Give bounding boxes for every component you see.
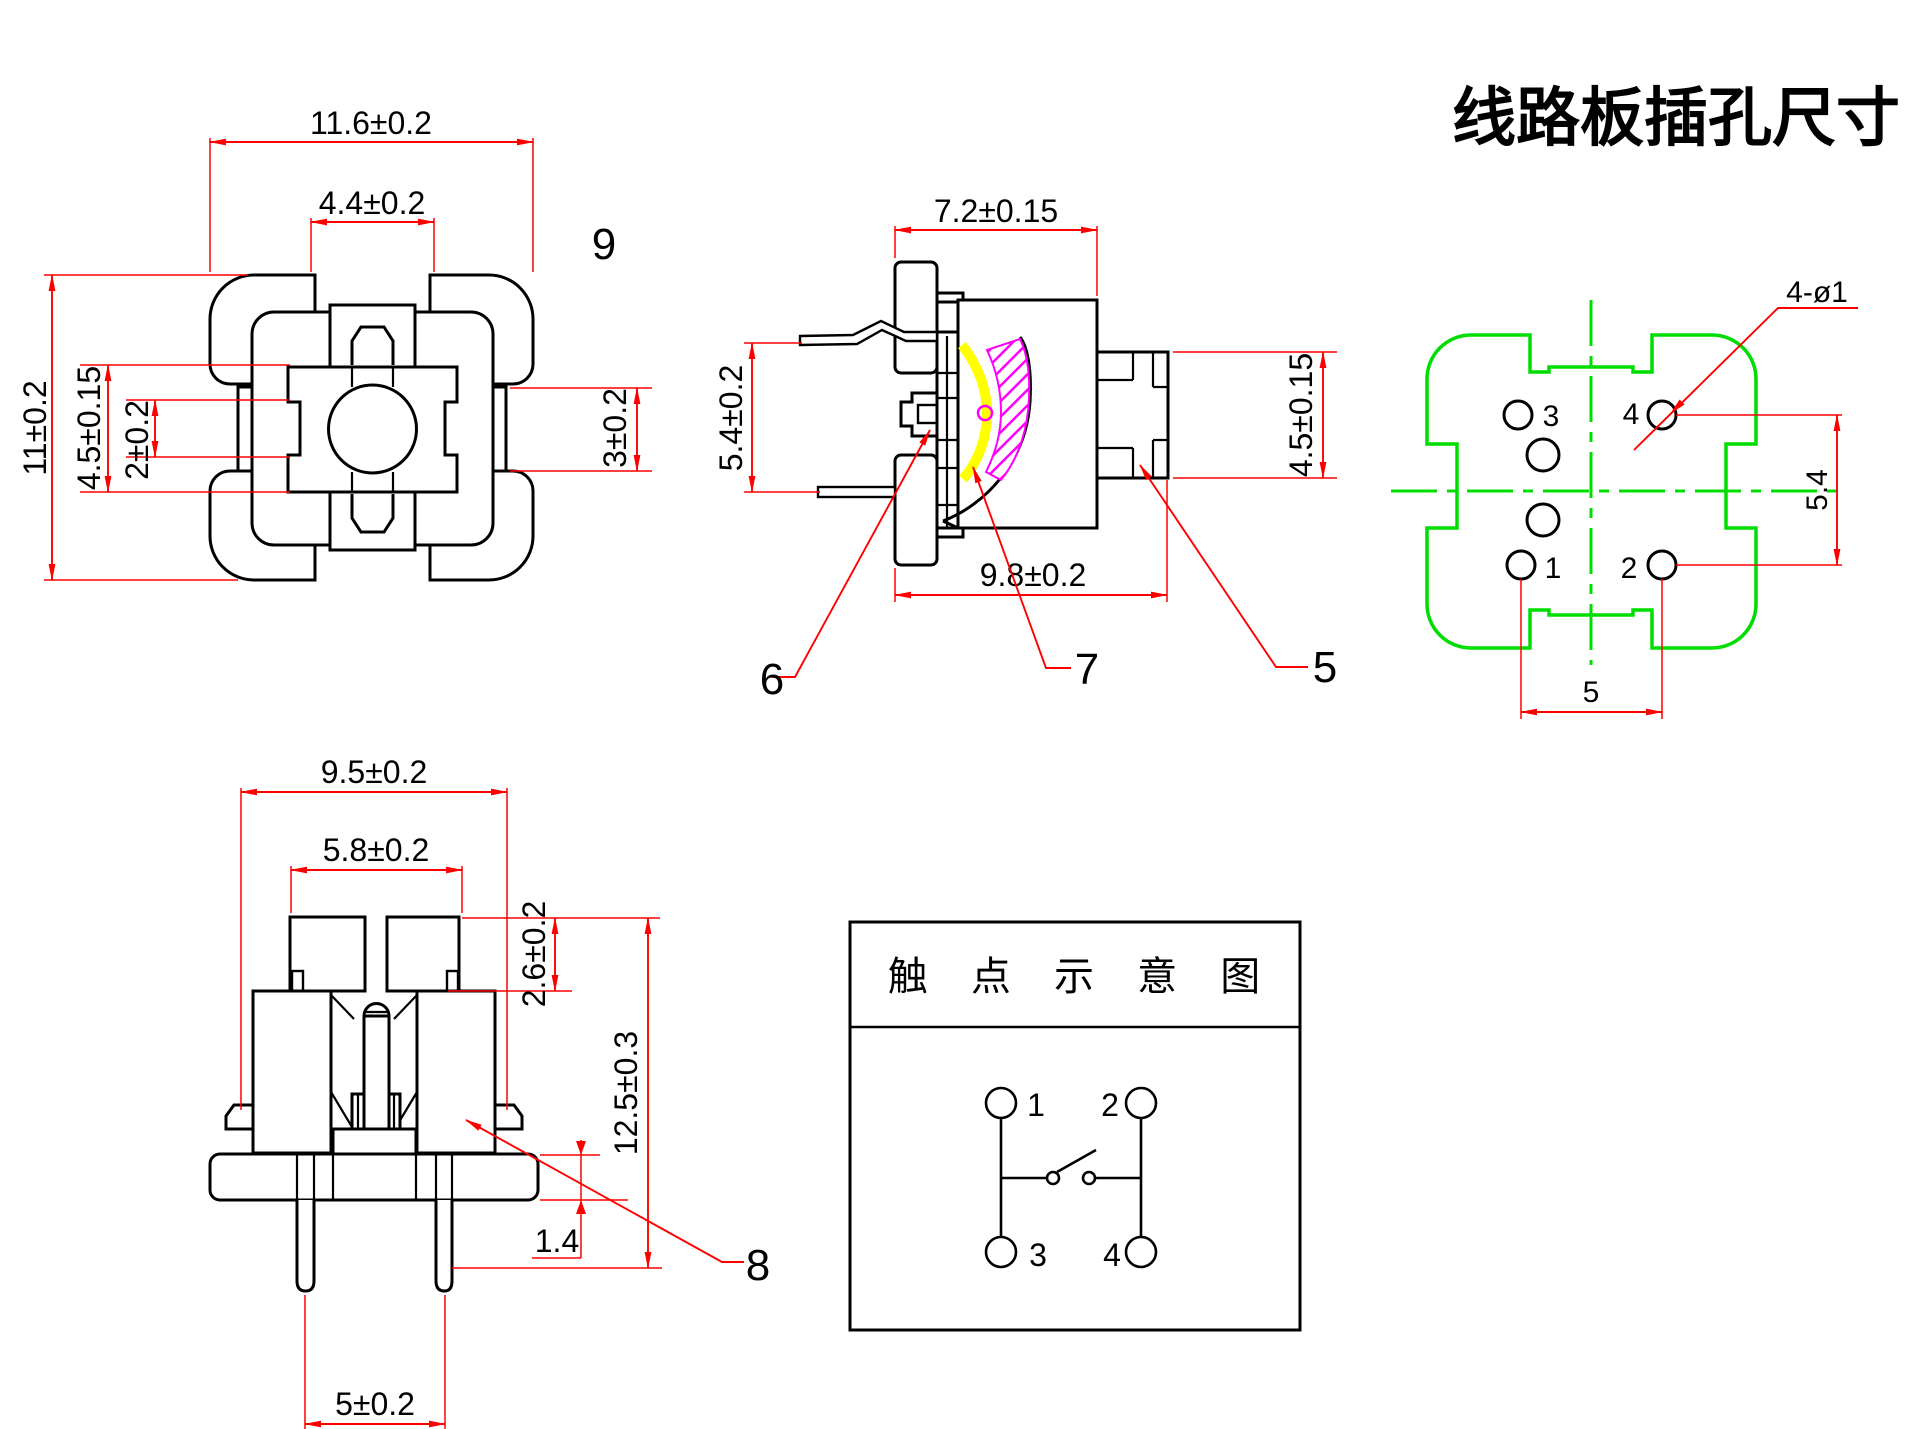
contact-terminal-2-circle xyxy=(1124,1086,1158,1120)
bottom-chamfers xyxy=(330,994,418,1128)
bottom-base-gap-arrow-bottom xyxy=(576,1200,586,1214)
pcb-hole-2-label: 2 xyxy=(1621,552,1638,585)
bottom-dim-base-gap: 1.4 xyxy=(535,1223,579,1259)
front-dim-tab-height: 3±0.2 xyxy=(597,388,633,468)
bottom-foot-right xyxy=(493,1103,524,1131)
side-led-arc xyxy=(958,341,993,483)
front-center-circle xyxy=(327,383,418,475)
side-callout-7: 7 xyxy=(1075,645,1099,694)
contact-terminal-1-circle xyxy=(984,1086,1018,1120)
side-view: 7.2±0.15 5.4±0.2 4.5±0.15 9.8±0.2 6 7 5 xyxy=(713,193,1337,704)
pcb-hole-large-lower xyxy=(1525,502,1561,538)
pcb-row-pitch-extensions xyxy=(1676,414,1842,566)
contact-diagram-title: 触 点 示 意 图 xyxy=(888,955,1276,999)
contact-terminal-3-circle xyxy=(984,1235,1018,1269)
bottom-extension-lines xyxy=(240,788,662,1429)
side-dim-block-height: 4.5±0.15 xyxy=(1283,353,1319,477)
side-top-tab xyxy=(935,291,965,304)
side-bottom-tab xyxy=(935,526,965,539)
bottom-block-left xyxy=(251,989,333,1155)
pcb-hole-1-label: 1 xyxy=(1545,552,1562,585)
contact-switch-pole-left xyxy=(1045,1170,1061,1186)
bottom-base-details xyxy=(295,1154,454,1200)
bottom-callout-8: 8 xyxy=(746,1241,770,1290)
side-leader-6 xyxy=(772,429,931,678)
pcb-hole-3-label: 3 xyxy=(1543,400,1560,433)
side-bracket-bottom xyxy=(893,453,939,567)
side-leader-7 xyxy=(972,466,1071,669)
pcb-outline xyxy=(1425,333,1758,650)
front-stem-housing-top xyxy=(328,303,417,369)
page-title: 线路板插孔尺寸 xyxy=(1452,82,1900,154)
side-leader-5 xyxy=(1139,464,1308,668)
pcb-hole-4 xyxy=(1646,399,1678,431)
front-channel-lines xyxy=(350,367,395,492)
bottom-stem xyxy=(362,1014,391,1131)
side-dim-terminal-span: 5.4±0.2 xyxy=(713,365,749,472)
front-dim-overall-width: 11.6±0.2 xyxy=(310,105,432,141)
pcb-hole-2 xyxy=(1646,549,1678,581)
front-stem-top xyxy=(350,325,395,365)
front-dim-cap-width: 4.4±0.2 xyxy=(319,185,426,221)
bottom-plate-right-foot xyxy=(445,969,460,993)
front-stem-bottom xyxy=(350,494,395,534)
pcb-hole-3 xyxy=(1502,399,1534,431)
contact-terminal-2-label: 2 xyxy=(1101,1087,1119,1123)
pcb-hole-note-arrow xyxy=(1670,399,1685,414)
bottom-stem-dome xyxy=(362,1002,391,1017)
bottom-view: 9.5±0.2 5.8±0.2 2.6±0.2 12.5±0.3 1.4 5±0… xyxy=(208,754,770,1429)
pcb-hole-1 xyxy=(1505,549,1537,581)
side-bracket-top xyxy=(893,260,939,375)
contact-terminal-4-label: 4 xyxy=(1103,1237,1121,1273)
front-callout-9: 9 xyxy=(592,220,616,269)
contact-terminal-3-label: 3 xyxy=(1029,1237,1047,1273)
side-led-dot xyxy=(976,404,994,422)
front-dim-notch-height: 2±0.2 xyxy=(119,400,155,480)
bottom-leader-8 xyxy=(465,1119,744,1263)
bottom-dim-outer-width: 9.5±0.2 xyxy=(321,754,428,790)
bottom-pedestal xyxy=(331,1127,418,1156)
bottom-dim-total-height: 12.5±0.3 xyxy=(608,1031,644,1155)
contact-diagram-frame xyxy=(848,920,1302,1332)
bottom-stem-line xyxy=(356,1010,396,1129)
contact-switch-pole-right xyxy=(1081,1170,1097,1186)
pcb-hole-pitch-extensions xyxy=(1520,579,1663,719)
bottom-dim-plate-width: 5.8±0.2 xyxy=(323,832,430,868)
bottom-foot-left xyxy=(224,1103,255,1131)
front-dim-overall-height: 11±0.2 xyxy=(17,380,53,475)
front-extension-lines xyxy=(44,138,652,581)
side-led-hatch xyxy=(984,337,1031,482)
side-plunger-details xyxy=(1097,352,1168,478)
bottom-base-gap-arrow-top xyxy=(576,1141,586,1155)
front-view: 11.6±0.2 4.4±0.2 11±0.2 4.5±0.15 2±0.2 3… xyxy=(17,105,652,582)
side-plate-details xyxy=(937,336,958,528)
bottom-base xyxy=(208,1152,540,1202)
side-dim-width: 7.2±0.15 xyxy=(934,193,1058,229)
bottom-pin-right xyxy=(434,1200,454,1293)
front-stem-housing-bottom xyxy=(328,486,417,552)
pcb-hole-4-label: 4 xyxy=(1623,398,1640,431)
front-dim-inner-height: 4.5±0.15 xyxy=(71,366,107,490)
pcb-hole-large-upper xyxy=(1525,437,1561,473)
side-callout-6: 6 xyxy=(760,655,784,704)
pcb-hole-view: 3 4 1 2 4-ø1 5.4 5 xyxy=(1391,276,1858,719)
side-dim-depth: 9.8±0.2 xyxy=(980,557,1087,593)
side-clip-notch xyxy=(916,403,939,425)
side-callout-5: 5 xyxy=(1313,643,1337,692)
side-terminal-top xyxy=(798,319,939,347)
pcb-hole-pitch: 5 xyxy=(1583,676,1600,709)
pcb-hole-note: 4-ø1 xyxy=(1786,276,1848,309)
contact-terminal-4-circle xyxy=(1124,1235,1158,1269)
bottom-pin-left xyxy=(295,1200,316,1293)
bottom-dim-pin-pitch: 5±0.2 xyxy=(335,1386,415,1422)
contact-diagram: 触 点 示 意 图 1 2 3 4 xyxy=(848,920,1302,1332)
contact-terminal-1-label: 1 xyxy=(1027,1087,1045,1123)
bottom-dim-plate-height: 2.6±0.2 xyxy=(516,901,552,1008)
side-extension-lines xyxy=(744,226,1337,602)
side-terminal-bottom xyxy=(816,485,897,499)
contact-wiring xyxy=(999,1118,1143,1237)
bottom-plate-left-foot xyxy=(290,969,305,993)
pcb-row-pitch: 5.4 xyxy=(1801,469,1834,511)
